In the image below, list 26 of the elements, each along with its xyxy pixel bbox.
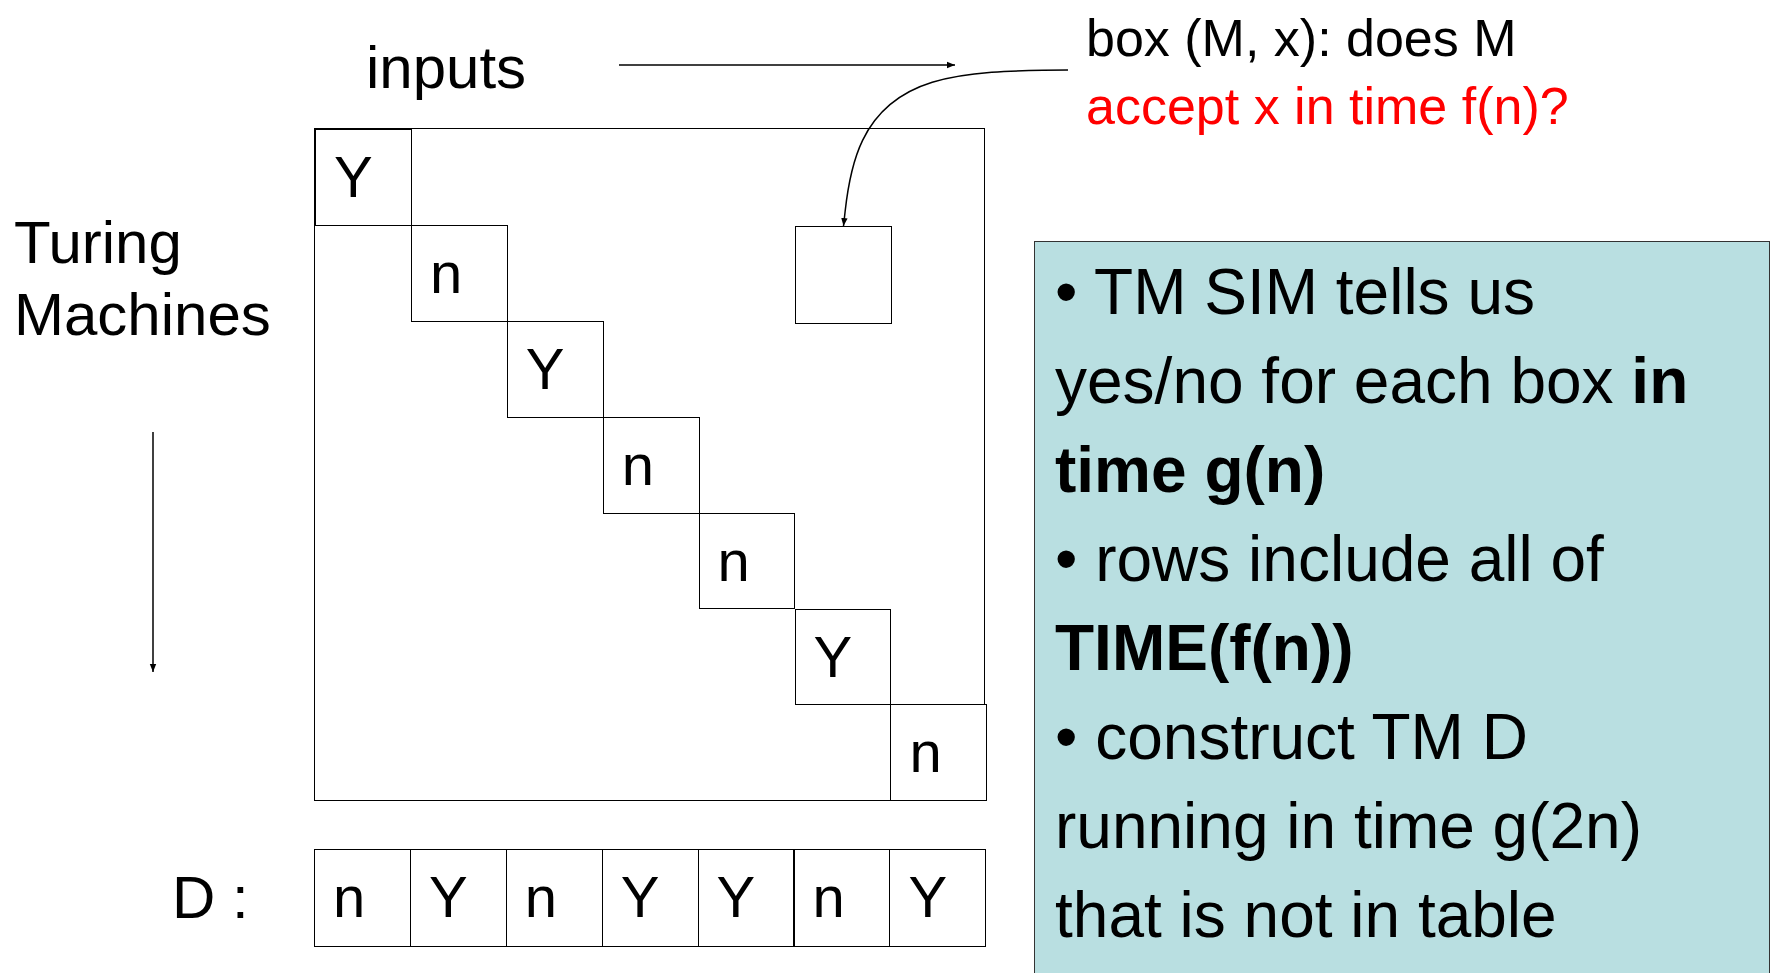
table-cell: n	[505, 849, 603, 947]
table-cell: n	[698, 512, 796, 610]
table-cell: Y	[315, 129, 412, 226]
table-cell: Y	[794, 608, 892, 706]
label: Turing Machines	[14, 208, 272, 350]
table-grid	[314, 128, 985, 801]
question-text: accept x in time f(n)?	[1086, 76, 1570, 137]
table-cell: n	[314, 849, 411, 947]
table-cell: Y	[409, 849, 507, 947]
table-cell: n	[602, 416, 700, 514]
table-cell: n	[793, 849, 891, 947]
table-cell: Y	[601, 849, 699, 947]
table-cell: n	[890, 704, 988, 802]
bullet-text: • construct TM D running in time g(2n) that is not in table	[1055, 700, 1643, 953]
label: D :	[172, 863, 249, 933]
table-cell: Y	[889, 849, 987, 947]
curved-arrow	[841, 69, 1069, 227]
table-cell: Y	[697, 849, 795, 947]
table-cell: n	[410, 224, 508, 322]
bullet-text: • TM SIM tells us yes/no for each box in time g(n)	[1055, 255, 1690, 508]
empty-box	[795, 226, 892, 324]
question-text: box (M, x): does M	[1086, 8, 1518, 69]
label: inputs	[366, 33, 527, 103]
table-cell: Y	[506, 320, 604, 418]
info-panel	[1034, 241, 1770, 973]
bullet-text: • rows include all of TIME(f(n))	[1055, 522, 1605, 686]
